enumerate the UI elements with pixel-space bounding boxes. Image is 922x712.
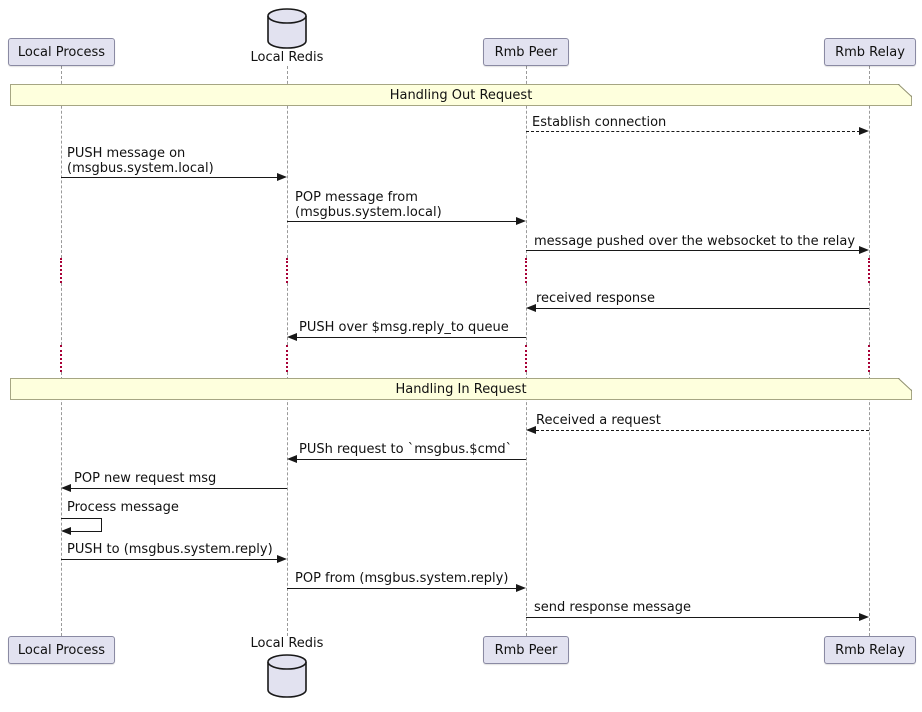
arrowhead-icon: [61, 484, 71, 492]
lifeline-local-redis: [287, 66, 288, 258]
participant-rmb-relay-bottom: Rmb Relay: [824, 636, 916, 664]
arrowhead-icon: [516, 217, 526, 225]
lifeline-rmb-relay: [869, 372, 870, 636]
delay-segment: [286, 345, 288, 372]
lifeline-local-redis: [287, 372, 288, 636]
participant-rmb-relay-top: Rmb Relay: [824, 38, 916, 66]
delay-segment: [525, 345, 527, 372]
participant-rmb-peer-bottom: Rmb Peer: [483, 636, 569, 664]
database-icon: [267, 654, 307, 698]
participant-local-process-bottom: Local Process: [8, 636, 115, 664]
participant-rmb-peer-top: Rmb Peer: [483, 38, 569, 66]
lifeline-local-process: [61, 283, 62, 345]
arrowhead-icon: [287, 333, 297, 341]
section-note-handling-out-request: Handling Out Request: [10, 84, 912, 106]
lifeline-rmb-relay: [869, 66, 870, 258]
delay-segment: [286, 258, 288, 283]
section-title: Handling In Request: [395, 381, 527, 397]
delay-segment: [868, 345, 870, 372]
arrowhead-icon: [859, 613, 869, 621]
delay-segment: [868, 258, 870, 283]
participant-local-redis-bottom: Local Redis: [250, 636, 324, 651]
lifeline-local-process: [61, 372, 62, 636]
lifeline-rmb-peer: [526, 66, 527, 258]
delay-segment: [60, 345, 62, 372]
arrowhead-icon: [61, 527, 71, 535]
arrowhead-icon: [277, 173, 287, 181]
note-fold-icon: [898, 378, 912, 391]
arrowhead-icon: [859, 127, 869, 135]
arrowhead-icon: [526, 426, 536, 434]
arrowhead-icon: [526, 304, 536, 312]
lifeline-rmb-peer: [526, 372, 527, 636]
database-icon: [267, 8, 307, 49]
arrowhead-icon: [859, 246, 869, 254]
arrowhead-icon: [277, 555, 287, 563]
lifeline-local-process: [61, 66, 62, 258]
arrowhead-icon: [287, 455, 297, 463]
lifeline-rmb-peer: [526, 283, 527, 345]
delay-segment: [60, 258, 62, 283]
lifeline-rmb-relay: [869, 283, 870, 345]
participant-local-process-top: Local Process: [8, 38, 115, 66]
section-title: Handling Out Request: [389, 87, 533, 103]
section-note-handling-in-request: Handling In Request: [10, 378, 912, 400]
delay-segment: [525, 258, 527, 283]
participant-local-redis-top: Local Redis: [250, 50, 324, 65]
arrowhead-icon: [516, 584, 526, 592]
lifeline-local-redis: [287, 283, 288, 345]
note-fold-icon: [898, 84, 912, 97]
